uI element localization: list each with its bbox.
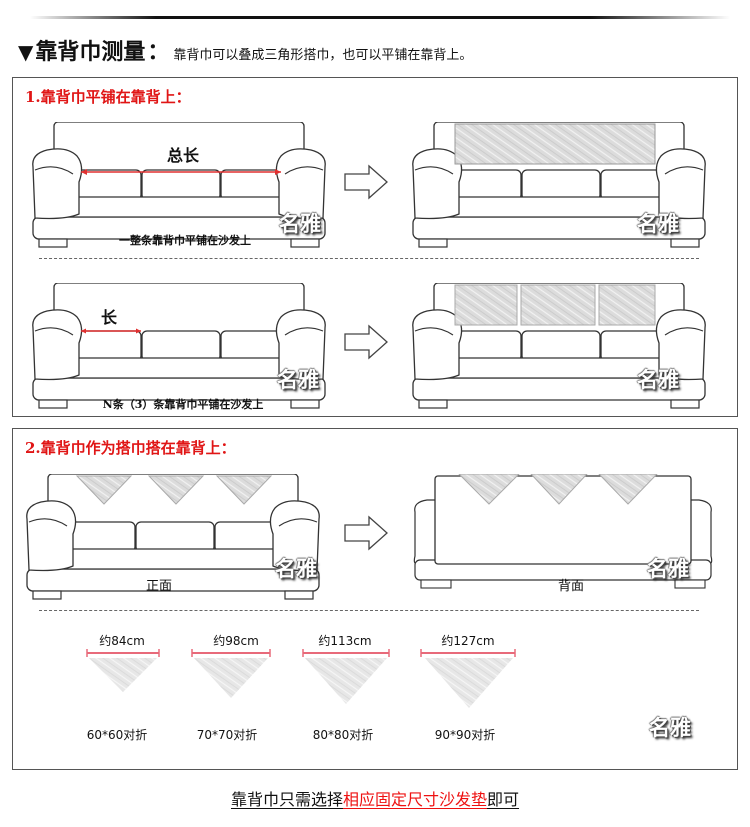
size-triangle-70 (191, 649, 271, 698)
size-width-label: 约98cm (213, 634, 259, 648)
front-view-label: 正面 (145, 579, 173, 594)
size-fold-label: 80*80对折 (312, 728, 374, 742)
size-width-label: 约127cm (441, 634, 495, 648)
watermark-logo: 名雅 (637, 211, 679, 236)
back-view-label: 背面 (557, 579, 585, 594)
watermark-logo: 名雅 (647, 556, 689, 581)
sofa-front-view (26, 474, 320, 600)
row1-caption: 一整条靠背巾平铺在沙发上 (119, 234, 251, 247)
size-triangle-90 (420, 649, 516, 708)
triangle-towel (598, 474, 658, 505)
arrow-left-icon (81, 169, 87, 175)
size-width-label: 约113cm (318, 634, 372, 648)
backrest-towel (598, 284, 656, 326)
sofa-plain-full-length (32, 122, 326, 248)
sofa-with-three-runners (412, 283, 706, 409)
section2-title: 2.靠背巾作为搭巾搭在靠背上： (25, 439, 236, 457)
full-backrest-towel (454, 123, 656, 165)
watermark-logo: 名雅 (279, 211, 321, 236)
size-width-label: 约84cm (99, 634, 145, 648)
right-arrow-icon (344, 164, 388, 200)
footer-prefix: 靠背巾只需选择 (230, 790, 343, 809)
segment-length-label: 长 (100, 310, 118, 327)
page-description: 靠背巾可以叠成三角形搭巾，也可以平铺在靠背上。 (173, 48, 473, 63)
footer-suffix: 即可 (487, 790, 520, 809)
size-fold-label: 90*90对折 (434, 728, 496, 742)
top-divider (30, 16, 730, 19)
dashed-divider (39, 258, 699, 259)
sofa-back-view (413, 474, 713, 589)
arrow-right-icon (275, 169, 281, 175)
right-arrow-icon (344, 515, 388, 551)
sofa-with-full-runner (412, 122, 706, 248)
triangle-towel (458, 474, 520, 505)
watermark-logo: 名雅 (649, 715, 691, 740)
total-length-label: 总长 (166, 148, 200, 165)
draped-layout-panel: 2.靠背巾作为搭巾搭在靠背上： 名雅 正面 名雅 背面 约84cm 60*60对… (12, 428, 738, 770)
flat-layout-panel: 1.靠背巾平铺在靠背上： 总长 名雅 一整条靠背巾平铺在沙发上 名雅 长 名雅 … (12, 77, 738, 417)
triangle-towel (147, 475, 205, 505)
footer-highlight: 相应固定尺寸沙发垫 (342, 790, 487, 809)
title-colon: ： (147, 40, 170, 65)
watermark-logo: 名雅 (277, 367, 319, 392)
row2-caption: N条（3）条靠背巾平铺在沙发上 (102, 398, 264, 411)
size-fold-label: 70*70对折 (196, 728, 258, 742)
footer-note: 靠背巾只需选择相应固定尺寸沙发垫即可 (0, 786, 750, 810)
right-arrow-icon (344, 324, 388, 360)
arrow-right-icon (136, 328, 141, 334)
triangle-down-icon: ▼ (18, 40, 34, 64)
arrow-left-icon (81, 328, 86, 334)
page-title: 靠背巾测量 (35, 39, 146, 65)
section1-title: 1.靠背巾平铺在靠背上： (25, 88, 191, 106)
triangle-towel (75, 475, 133, 505)
sofa-plain-segment-length (32, 283, 326, 409)
size-fold-label: 60*60对折 (86, 728, 148, 742)
size-triangle-80 (302, 649, 390, 704)
watermark-logo: 名雅 (275, 556, 317, 581)
watermark-logo: 名雅 (637, 367, 679, 392)
size-triangle-60 (86, 649, 160, 692)
backrest-towel (520, 284, 596, 326)
backrest-towel (454, 284, 518, 326)
triangle-towel (530, 474, 588, 505)
dashed-divider (39, 610, 699, 611)
page-heading: ▼ 靠背巾测量 ： 靠背巾可以叠成三角形搭巾，也可以平铺在靠背上。 (18, 34, 472, 66)
triangle-towel (215, 475, 273, 505)
